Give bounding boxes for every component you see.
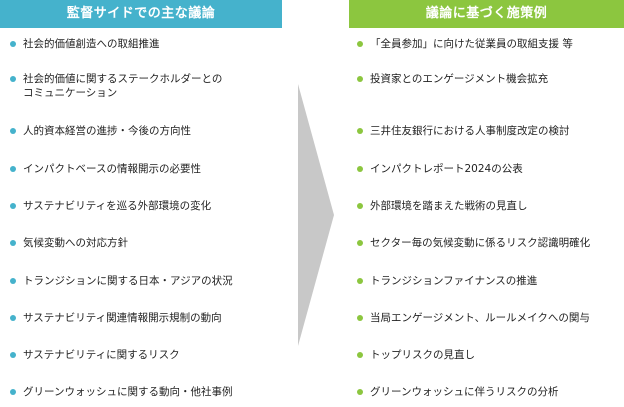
list-item-text: 社会的価値創造への取組推進 [23,38,160,50]
bullet-dot-icon [357,352,363,358]
list-item: 三井住友銀行における人事制度改定の検討 [357,124,624,138]
bullet-dot-icon [10,41,16,47]
list-item: 外部環境を踏まえた戦術の見直し [357,199,624,213]
list-item: サステナビリティ関連情報開示規制の動向 [10,311,282,325]
arrow-shape [298,84,334,346]
bullet-dot-icon [357,278,363,284]
bullet-dot-icon [357,389,363,395]
list-item-text: トランジションファイナンスの推進 [370,275,538,287]
right-panel: 議論に基づく施策例 「全員参加」に向けた従業員の取組支援 等 投資家とのエンゲー… [349,0,624,398]
list-item: グリーンウォッシュに伴うリスクの分析 [357,385,624,399]
bullet-dot-icon [10,315,16,321]
list-item-text: サステナビリティ関連情報開示規制の動向 [23,312,222,324]
bullet-dot-icon [357,203,363,209]
bullet-dot-icon [357,41,363,47]
list-item-text: サステナビリティに関するリスク [23,349,180,361]
bullet-dot-icon [10,389,16,395]
list-item: 社会的価値創造への取組推進 [10,37,282,51]
bullet-dot-icon [10,76,16,82]
list-item: グリーンウォッシュに関する動向・他社事例 [10,385,282,399]
list-item: 社会的価値に関するステークホルダーとの コミュニケーション [10,72,282,100]
bullet-dot-icon [10,240,16,246]
list-item-text: 気候変動への対応方針 [23,237,128,249]
list-item: トップリスクの見直し [357,348,624,362]
list-item: インパクトレポート2024の公表 [357,162,624,176]
bullet-dot-icon [357,128,363,134]
chevron-right-arrow-icon [298,84,334,346]
list-item: トランジションに関する日本・アジアの状況 [10,274,282,288]
bullet-dot-icon [10,278,16,284]
right-panel-header: 議論に基づく施策例 [349,0,624,28]
list-item-text: セクター毎の気候変動に係るリスク認識明確化 [370,237,591,249]
list-item: 人的資本経営の進捗・今後の方向性 [10,124,282,138]
list-item-text: 「全員参加」に向けた従業員の取組支援 等 [370,38,573,50]
list-item-text: トランジションに関する日本・アジアの状況 [23,275,233,287]
list-item: サステナビリティに関するリスク [10,348,282,362]
list-item: 気候変動への対応方針 [10,236,282,250]
bullet-dot-icon [357,240,363,246]
list-item-text: 人的資本経営の進捗・今後の方向性 [23,125,191,137]
bullet-dot-icon [357,166,363,172]
list-item-text: 外部環境を踏まえた戦術の見直し [370,200,528,212]
list-item: トランジションファイナンスの推進 [357,274,624,288]
list-item: サステナビリティを巡る外部環境の変化 [10,199,282,213]
left-panel-header: 監督サイドでの主な議論 [0,0,282,28]
bullet-dot-icon [10,166,16,172]
list-item-text: 三井住友銀行における人事制度改定の検討 [370,125,570,137]
list-item: 投資家とのエンゲージメント機会拡充 [357,72,624,86]
list-item: セクター毎の気候変動に係るリスク認識明確化 [357,236,624,250]
list-item-text: トップリスクの見直し [370,349,475,361]
list-item-text: サステナビリティを巡る外部環境の変化 [23,200,212,212]
bullet-dot-icon [10,203,16,209]
list-item-text: 投資家とのエンゲージメント機会拡充 [370,73,549,85]
list-item-text: グリーンウォッシュに関する動向・他社事例 [23,386,233,398]
list-item: 「全員参加」に向けた従業員の取組支援 等 [357,37,624,51]
list-item: 当局エンゲージメント、ルールメイクへの関与 [357,311,624,325]
list-item-text: インパクトベースの情報開示の必要性 [23,163,201,175]
list-item-text: インパクトレポート2024の公表 [370,163,523,175]
bullet-dot-icon [357,315,363,321]
list-item: インパクトベースの情報開示の必要性 [10,162,282,176]
bullet-dot-icon [10,128,16,134]
list-item-text: 社会的価値に関するステークホルダーとの コミュニケーション [23,73,223,99]
list-item-text: グリーンウォッシュに伴うリスクの分析 [370,386,559,398]
list-item-text: 当局エンゲージメント、ルールメイクへの関与 [370,312,590,324]
left-panel: 監督サイドでの主な議論 社会的価値創造への取組推進 社会的価値に関するステークホ… [0,0,282,398]
bullet-dot-icon [357,76,363,82]
bullet-dot-icon [10,352,16,358]
